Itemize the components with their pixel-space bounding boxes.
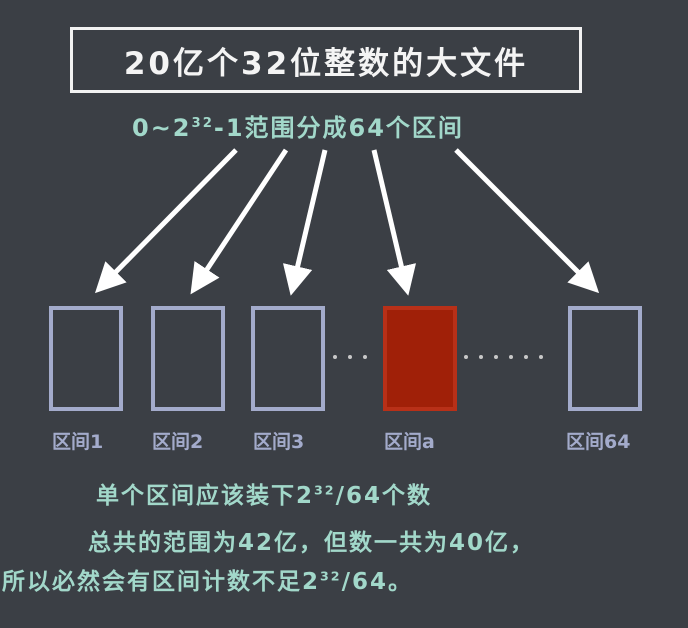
note-line-3: 所以必然会有区间计数不足232/64。 [2, 568, 414, 595]
interval-box-64 [568, 306, 642, 411]
interval-label: 区间3 [253, 431, 305, 453]
interval-label: 区间1 [52, 431, 104, 453]
arrow-1 [94, 148, 238, 294]
note-line-1: 单个区间应该装下232/64个数 [96, 482, 433, 509]
interval-label: 区间a [384, 431, 435, 453]
interval-box-3 [251, 306, 325, 411]
arrow-64 [454, 148, 600, 294]
interval-label: 区间2 [152, 431, 204, 453]
arrow-3 [282, 149, 328, 296]
note-line-2: 总共的范围为42亿，但数一共为40亿， [88, 530, 536, 556]
title-box: 20亿个32位整数的大文件 [70, 27, 582, 93]
arrow-a [371, 149, 417, 296]
subtitle: 0~232-1范围分成64个区间 [132, 114, 464, 142]
arrow-2 [190, 148, 289, 295]
interval-box-2 [151, 306, 225, 411]
interval-label: 区间64 [566, 431, 631, 453]
interval-box-1 [49, 306, 123, 411]
ellipsis-dots [333, 355, 543, 359]
interval-box-a [383, 306, 457, 411]
